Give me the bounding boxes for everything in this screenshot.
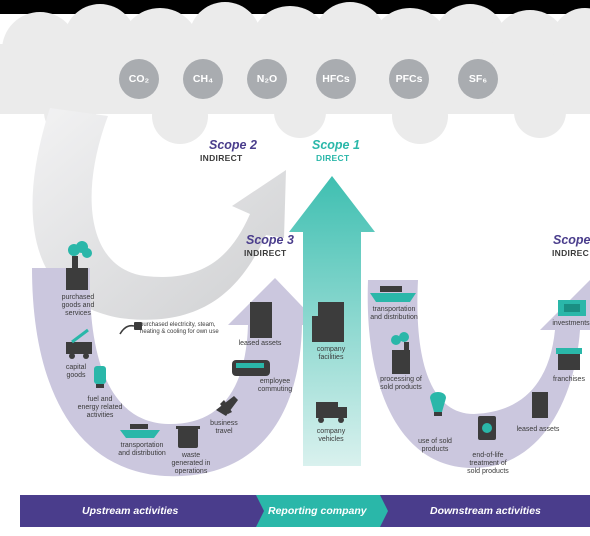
label-capital-goods: capital goods	[65, 364, 87, 379]
scope2-arrow	[32, 108, 286, 320]
shop-icon	[556, 348, 582, 370]
label-investments: investments	[552, 320, 590, 327]
label-end-of-life: end-of-life treatment of sold products	[467, 452, 509, 475]
scope3-title: Scope 3	[246, 233, 294, 247]
train-icon	[232, 360, 270, 376]
downstream-activities-label: Downstream activities	[430, 505, 541, 517]
label-purchased-electricity: purchased electricity, steam, heating & …	[140, 322, 219, 335]
upstream-band	[20, 495, 270, 527]
label-processing: processing of sold products	[380, 376, 422, 391]
reporting-band	[256, 495, 393, 527]
building-icon	[250, 302, 272, 338]
label-upstream-transport: transportation and distribution	[118, 442, 166, 457]
recycle-bin-icon	[478, 416, 496, 440]
plug-icon	[119, 322, 142, 335]
label-business-travel: business travel	[210, 420, 238, 435]
label-franchises: franchises	[553, 376, 585, 383]
upstream-activities-label: Upstream activities	[82, 505, 179, 517]
gas-n2o: N₂O	[247, 59, 287, 99]
label-company-vehicles: company vehicles	[316, 428, 346, 443]
downstream-ship-icon	[370, 286, 416, 302]
downstream-building-icon	[532, 392, 548, 418]
gas-sf6: SF₆	[458, 59, 498, 99]
reporting-company-label: Reporting company	[268, 505, 367, 517]
scope1-subtitle: DIRECT	[316, 153, 350, 163]
scope3-downstream-subtitle: INDIREC	[552, 248, 590, 258]
scope3-downstream-arrow	[367, 280, 590, 469]
processing-factory-icon	[392, 342, 410, 374]
truck-icon	[316, 402, 347, 423]
ship-icon	[120, 424, 160, 438]
label-company-facilities: company facilities	[316, 346, 346, 361]
downstream-band	[380, 495, 590, 527]
factory-icon	[66, 256, 88, 290]
label-use-of-sold-products: use of sold products	[418, 438, 452, 453]
waste-bin-icon	[176, 426, 200, 448]
light-bulb-icon	[430, 392, 446, 416]
fuel-tank-icon	[94, 366, 106, 388]
label-upstream-leased-assets: leased assets	[238, 340, 282, 347]
gas-co2: CO₂	[119, 59, 159, 99]
label-employee-commuting: employee commuting	[257, 378, 293, 393]
money-icon	[558, 300, 586, 316]
gas-pfcs: PFCs	[389, 59, 429, 99]
label-downstream-leased-assets: leased assets	[516, 426, 560, 433]
gas-hfcs: HFCs	[316, 59, 356, 99]
scope3-upstream-arrow	[32, 268, 320, 477]
scope1-title: Scope 1	[312, 138, 360, 152]
scope3-downstream-title: Scope	[553, 233, 590, 247]
scope2-subtitle: INDIRECT	[200, 153, 243, 163]
scope3-subtitle: INDIRECT	[244, 248, 287, 258]
processing-cloud-icon	[391, 332, 409, 345]
label-fuel-energy: fuel and energy related activities	[77, 396, 123, 419]
label-downstream-transport: transportation and distribution	[370, 306, 418, 321]
label-purchased-goods: purchased goods and services	[61, 294, 95, 317]
airplane-icon	[216, 396, 238, 416]
truck-crane-icon	[66, 328, 92, 359]
scope2-title: Scope 2	[209, 138, 257, 152]
label-waste: waste generated in operations	[171, 452, 211, 475]
company-building-icon	[312, 302, 344, 342]
gas-ch4: CH₄	[183, 59, 223, 99]
cloud-smoke-icon	[68, 241, 92, 258]
